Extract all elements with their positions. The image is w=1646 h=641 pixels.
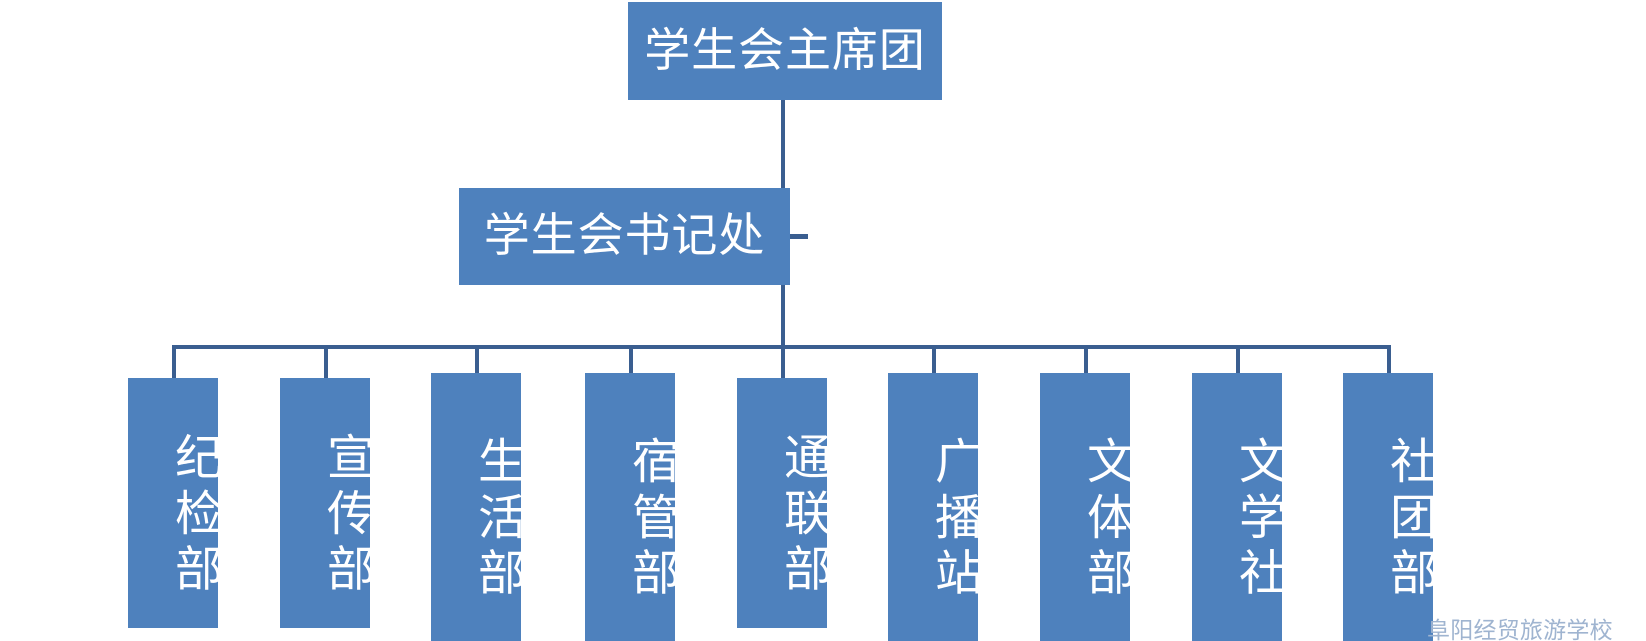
connector-drop-8 <box>1236 345 1240 380</box>
connector-drop-6 <box>932 345 936 380</box>
node-department-1-label: 纪检部 <box>167 432 220 600</box>
node-department-6-label: 广播站 <box>927 436 980 604</box>
connector-drop-2 <box>324 345 328 380</box>
connector-secretariat-stub <box>790 234 808 239</box>
node-department-4-label: 宿管部 <box>624 436 677 604</box>
node-department-3-label: 生活部 <box>470 436 523 604</box>
node-department-3[interactable]: 生活部 <box>431 373 523 641</box>
node-department-2[interactable]: 宣传部 <box>280 378 372 628</box>
node-department-2-label: 宣传部 <box>319 432 372 600</box>
node-department-9-label: 社团部 <box>1382 436 1435 604</box>
node-department-1[interactable]: 纪检部 <box>128 378 220 628</box>
connector-drop-9 <box>1387 345 1391 380</box>
node-department-4[interactable]: 宿管部 <box>585 373 677 641</box>
watermark-text: 阜阳经贸旅游学校 <box>1427 618 1613 641</box>
connector-drop-1 <box>172 345 176 380</box>
node-department-5[interactable]: 通联部 <box>737 378 829 628</box>
node-department-7-label: 文体部 <box>1079 436 1132 604</box>
node-department-9[interactable]: 社团部 <box>1343 373 1435 641</box>
node-presidium-label: 学生会主席团 <box>644 24 926 76</box>
node-secretariat-label: 学生会书记处 <box>483 210 766 262</box>
node-secretariat[interactable]: 学生会书记处 <box>459 188 790 285</box>
connector-drop-7 <box>1084 345 1088 380</box>
connector-drop-3 <box>475 345 479 380</box>
connector-drop-5 <box>781 345 785 380</box>
connector-drop-4 <box>629 345 633 380</box>
node-presidium[interactable]: 学生会主席团 <box>628 2 942 100</box>
node-department-5-label: 通联部 <box>776 432 829 600</box>
node-department-7[interactable]: 文体部 <box>1040 373 1132 641</box>
node-department-8-label: 文学社 <box>1231 436 1284 604</box>
node-department-8[interactable]: 文学社 <box>1192 373 1284 641</box>
node-department-6[interactable]: 广播站 <box>888 373 980 641</box>
